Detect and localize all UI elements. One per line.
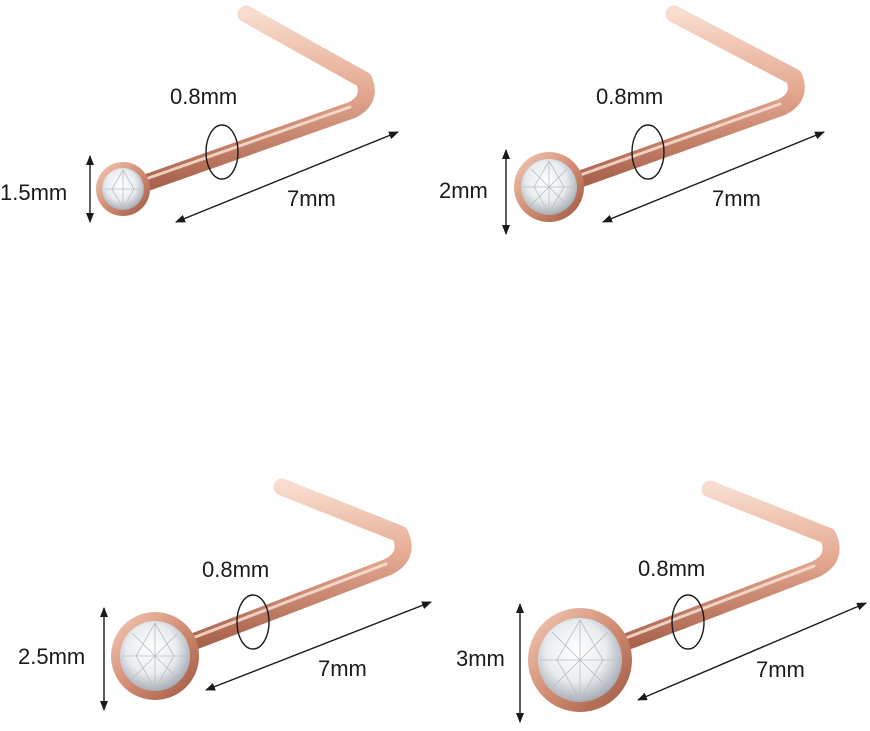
length-arrow: [637, 602, 867, 701]
gem-size-label: 3mm: [456, 646, 505, 671]
gem-size-label: 2.5mm: [18, 644, 85, 669]
l-shaped-post: [563, 5, 805, 191]
length-arrow: [175, 131, 399, 223]
nose-stud-4: 3mm 0.8mm 7mm: [456, 480, 867, 723]
nose-stud-1: 1.5mm 0.8mm 7mm: [0, 5, 399, 223]
length-label: 7mm: [287, 186, 336, 211]
length-arrow: [205, 601, 432, 691]
l-shaped-post: [131, 5, 375, 194]
wire-gauge-label: 0.8mm: [170, 84, 237, 109]
nose-stud-2: 2mm 0.8mm 7mm: [439, 5, 825, 235]
gem-size-label: 2mm: [439, 178, 488, 203]
length-arrow: [602, 131, 825, 223]
wire-gauge-label: 0.8mm: [596, 84, 663, 109]
wire-gauge-label: 0.8mm: [202, 557, 269, 582]
nose-stud-3: 2.5mm 0.8mm 7mm: [18, 478, 432, 711]
l-shaped-post: [181, 478, 412, 652]
l-shaped-post: [609, 480, 840, 654]
length-label: 7mm: [712, 186, 761, 211]
wire-gauge-label: 0.8mm: [638, 556, 705, 581]
length-label: 7mm: [756, 657, 805, 682]
length-label: 7mm: [318, 656, 367, 681]
gem-size-label: 1.5mm: [0, 180, 67, 205]
